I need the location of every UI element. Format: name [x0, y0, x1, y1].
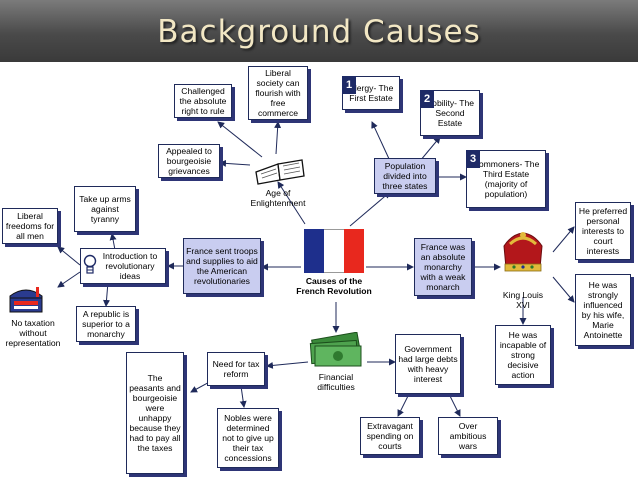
nobility-text: Nobility- The Second Estate	[425, 98, 475, 128]
extravagant-box: Extravagant spending on courts	[360, 417, 420, 455]
link-population-to-nobility	[419, 136, 441, 162]
extravagant-text: Extravagant spending on courts	[366, 421, 414, 451]
take-up-arms-text: Take up arms against tyranny	[79, 194, 131, 224]
book-icon	[255, 159, 305, 185]
financial-label: Financial difficulties	[317, 372, 355, 392]
slide-title: Background Causes	[157, 14, 481, 50]
need-tax-box: Need for tax reform	[207, 352, 265, 386]
incapable-text: He was incapable of strong decisive acti…	[499, 330, 547, 380]
link-financial-to-tax	[266, 361, 309, 369]
clergy-text: Clergy- The First Estate	[348, 83, 394, 103]
challenged-box: Challenged the absolute right to rule	[174, 84, 232, 118]
absolute-monarchy-box: France was an absolute monarchy with a w…	[414, 238, 472, 296]
link-king-to-preferred	[552, 226, 575, 253]
liberal-society-text: Liberal society can flourish with free c…	[255, 68, 301, 118]
estate-number-3: 3	[466, 150, 480, 168]
link-intro-to-no-taxation	[57, 271, 81, 288]
link-government-to-extravagant	[397, 391, 411, 417]
link-age-to-liberal-society	[274, 121, 282, 155]
over-ambitious-box: Over ambitious wars	[438, 417, 498, 455]
estate-number-1: 1	[342, 76, 356, 94]
money-icon	[309, 332, 362, 367]
link-intro-to-arms	[109, 233, 117, 251]
population-box: Population divided into three states	[374, 158, 436, 194]
link-king-to-influenced	[552, 276, 575, 303]
link-population-to-clergy	[371, 121, 391, 162]
intro-ideas-text: Introduction to revolutionary ideas	[102, 251, 158, 281]
republic-text: A republic is superior to a monarchy	[82, 309, 130, 339]
liberal-freedoms-box: Liberal freedoms for all men	[2, 208, 58, 244]
take-up-arms-box: Take up arms against tyranny	[74, 186, 136, 232]
influenced-text: He was strongly influenced by his wife, …	[581, 280, 625, 340]
intro-ideas-box: Introduction to revolutionary ideas	[80, 248, 166, 284]
over-ambitious-text: Over ambitious wars	[449, 421, 487, 451]
population-text: Population divided into three states	[382, 161, 428, 191]
link-government-to-wars	[447, 391, 461, 417]
crown-icon	[503, 232, 543, 272]
king-label: King Louis XVI	[502, 290, 544, 310]
france-sent-text: France sent troops and supplies to aid t…	[186, 246, 258, 286]
appealed-text: Appealed to bourgeoisie grievances	[166, 146, 212, 176]
influenced-box: He was strongly influenced by his wife, …	[575, 274, 631, 346]
link-intro-to-republic	[103, 281, 110, 307]
nobles-text: Nobles were determined not to give up th…	[222, 413, 274, 463]
flag-icon	[304, 229, 364, 273]
need-tax-text: Need for tax reform	[212, 359, 260, 379]
preferred-text: He preferred personal interests to court…	[578, 206, 628, 256]
lightbulb-icon	[83, 254, 97, 274]
challenged-text: Challenged the absolute right to rule	[179, 86, 227, 116]
mailbox-icon	[9, 287, 43, 313]
government-debts-text: Government had large debts with heavy in…	[398, 344, 458, 384]
slide-header: Background Causes	[0, 0, 638, 62]
nobles-box: Nobles were determined not to give up th…	[217, 408, 279, 468]
incapable-box: He was incapable of strong decisive acti…	[495, 325, 551, 385]
liberal-society-box: Liberal society can flourish with free c…	[248, 66, 308, 120]
republic-box: A republic is superior to a monarchy	[76, 306, 136, 342]
link-age-to-appealed	[219, 159, 251, 167]
link-age-to-challenged	[217, 121, 263, 158]
peasants-text: The peasants and bourgeoisie were unhapp…	[129, 373, 181, 453]
link-age-to-center	[277, 181, 306, 225]
enlightenment-label: Age of Enlightenment	[250, 188, 306, 208]
absolute-monarchy-text: France was an absolute monarchy with a w…	[420, 242, 466, 292]
link-center-to-population	[349, 191, 391, 227]
france-sent-box: France sent troops and supplies to aid t…	[183, 238, 261, 294]
preferred-box: He preferred personal interests to court…	[575, 202, 631, 260]
appealed-box: Appealed to bourgeoisie grievances	[158, 144, 220, 178]
government-debts-box: Government had large debts with heavy in…	[395, 334, 461, 394]
center-label: Causes of the French Revolution	[296, 276, 372, 296]
liberal-freedoms-text: Liberal freedoms for all men	[5, 211, 55, 241]
concept-map: Challenged the absolute right to rule Li…	[0, 62, 638, 478]
connector-lines	[57, 121, 575, 417]
peasants-box: The peasants and bourgeoisie were unhapp…	[126, 352, 184, 474]
no-taxation-label: No taxation without representation	[5, 318, 61, 348]
commoners-text: Commoners- The Third Estate (majority of…	[472, 159, 540, 199]
link-intro-to-liberal-freedoms	[57, 246, 81, 266]
estate-number-2: 2	[420, 90, 434, 108]
